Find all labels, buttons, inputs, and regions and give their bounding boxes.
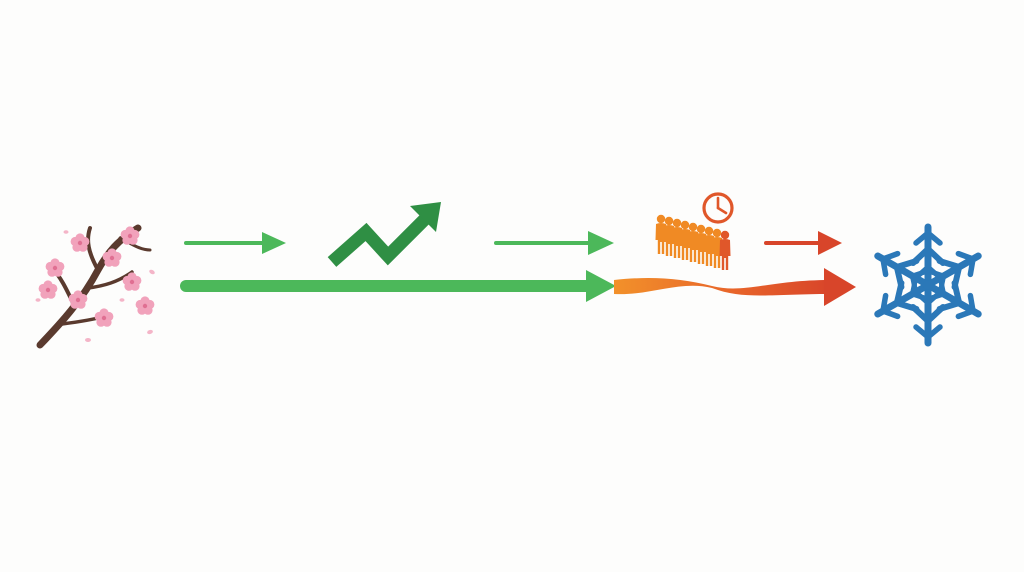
small-arrow-1 xyxy=(184,232,286,254)
cherry-blossom-branch-icon xyxy=(35,224,155,349)
small-arrow-3 xyxy=(764,231,842,255)
clock-icon xyxy=(702,192,734,224)
zigzag-trend-up-icon xyxy=(327,202,441,267)
main-timeline-tail xyxy=(614,268,856,306)
main-timeline-green xyxy=(180,270,616,302)
small-arrow-2 xyxy=(494,231,614,255)
snowflake-icon xyxy=(870,227,985,343)
people-queue-with-clock-icon xyxy=(655,192,734,270)
